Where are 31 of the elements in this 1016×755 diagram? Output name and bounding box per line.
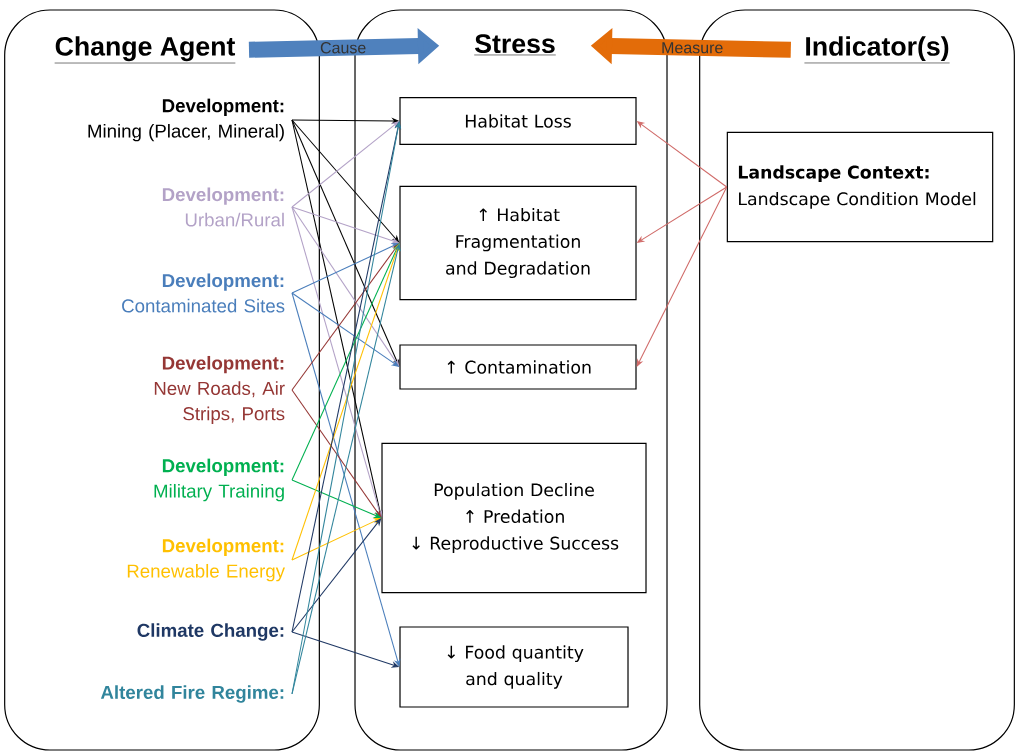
agent-label: Climate Change: (137, 623, 284, 641)
stress-box: ↓ Food quantity and quality (399, 626, 629, 708)
arrow (291, 243, 400, 481)
stress-box: ↑ Contamination (399, 344, 637, 390)
arrow (291, 206, 383, 518)
stress-box: Habitat Loss (399, 97, 637, 145)
agent-label: Development: Contaminated Sites (122, 273, 285, 313)
arrow (636, 186, 728, 367)
stress-box: ↑ Habitat Fragmentation and Degradation (399, 185, 637, 301)
edge-label: Measure (662, 42, 723, 54)
stress-box: Population Decline ↑ Predation ↓ Reproductive Success (381, 442, 647, 594)
arrow (291, 119, 400, 367)
agent-label: Development: Renewable Energy (127, 538, 285, 582)
arrow (291, 243, 401, 695)
arrow (291, 119, 400, 243)
column-panel (4, 9, 320, 751)
agent-label: Development: Urban/Rural (162, 187, 284, 227)
arrow (291, 206, 400, 367)
arrow (291, 389, 382, 518)
agent-label: Altered Fire Regime: (100, 685, 284, 703)
edge-label: Cause (320, 42, 366, 54)
column-heading: Stress (473, 34, 557, 56)
arrow (291, 518, 382, 633)
agent-label: Development: New Roads, Air Strips, Ports (154, 355, 285, 424)
arrow (291, 292, 401, 667)
agent-label: Development: Military Training (154, 458, 284, 502)
agent-label: Development: Mining (Placer, Mineral) (88, 98, 284, 142)
arrow (291, 243, 400, 391)
stress-box: Landscape Context: Landscape Condition Model (726, 131, 994, 243)
column-heading: Change Agent (54, 36, 236, 64)
column-heading: Indicator(s) (804, 36, 950, 64)
